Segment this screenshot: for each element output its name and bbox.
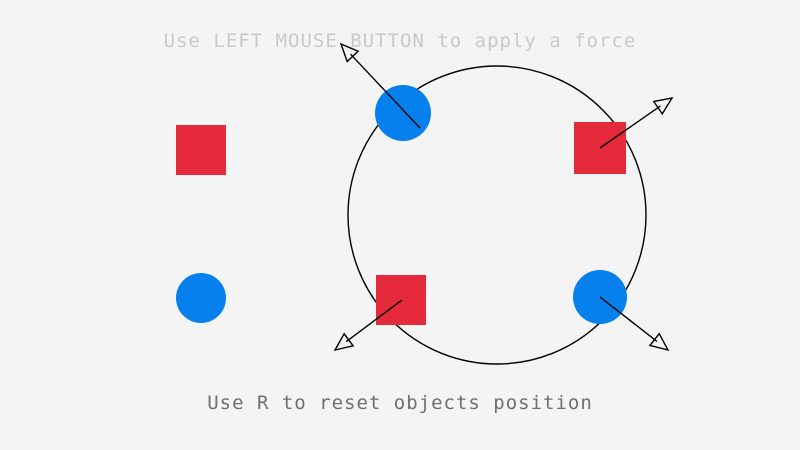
constraint-ring — [347, 65, 647, 365]
force-arrow-square-bottom-head — [333, 332, 355, 352]
force-arrow-square-bottom-shaft — [345, 299, 403, 343]
force-arrow-square-bottom[interactable] — [333, 299, 403, 352]
force-arrow-circle-top-shaft — [350, 53, 421, 129]
force-arrow-square-right[interactable] — [599, 97, 674, 149]
force-arrow-square-right-head — [652, 97, 674, 116]
force-arrow-circle-right-head — [648, 332, 670, 352]
hint-text-reset-objects: Use R to reset objects position — [207, 392, 593, 414]
force-arrow-circle-top-head — [339, 42, 360, 63]
force-arrow-circle-right-shaft — [599, 296, 658, 342]
circle-ring-top[interactable] — [375, 85, 431, 141]
circle-free-left[interactable] — [176, 273, 226, 323]
hint-text-apply-force: Use LEFT MOUSE BUTTON to apply a force — [163, 30, 637, 52]
force-arrow-circle-right[interactable] — [599, 296, 670, 352]
force-arrow-square-right-shaft — [599, 105, 661, 149]
square-free-left[interactable] — [176, 125, 226, 175]
force-arrow-circle-top[interactable] — [339, 42, 421, 129]
